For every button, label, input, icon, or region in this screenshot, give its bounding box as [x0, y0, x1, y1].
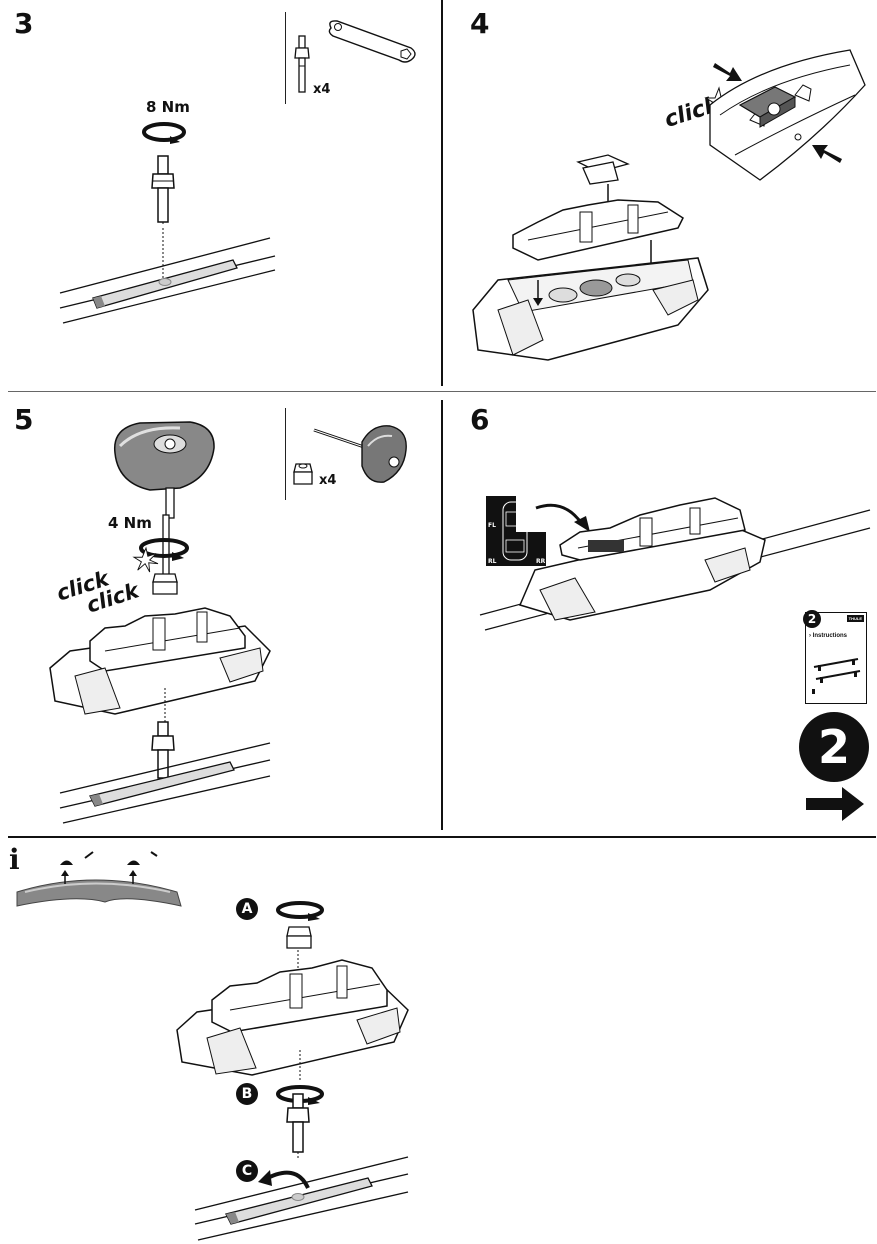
nut-icon — [293, 463, 313, 485]
step-5-number: 5 — [14, 403, 34, 436]
position-rl-label: RL — [488, 558, 497, 565]
next-booklet-badge: 2 — [799, 712, 869, 782]
torque-key-icon — [313, 425, 407, 483]
info-icon: i — [9, 843, 20, 876]
step-3-bolt — [151, 155, 175, 226]
info-foot — [176, 950, 409, 1080]
booklet-brand: THULE — [846, 615, 864, 622]
position-rr-block — [516, 532, 546, 566]
car-outline-icon — [502, 501, 528, 561]
step-3-inset-divider — [285, 12, 286, 104]
position-fl-label: FL — [488, 522, 496, 529]
divider-horizontal-bottom — [8, 836, 876, 838]
booklet-small-part — [812, 689, 815, 694]
info-bolt — [286, 1093, 310, 1158]
instruction-booklet: 2 THULE › Instructions — [803, 610, 867, 704]
step-3-torque: 8 Nm — [146, 98, 190, 116]
step-5-torque: 4 Nm — [108, 514, 152, 532]
step-5-bolt — [151, 721, 175, 779]
step-4-detail-zoom — [709, 49, 866, 181]
rotate-clockwise-icon — [139, 538, 189, 561]
divider-horizontal-top — [8, 391, 876, 392]
roof-bars-icon — [813, 658, 861, 683]
info-roof-rail — [194, 1156, 409, 1241]
rotate-clockwise-icon — [276, 901, 324, 921]
mounting-plate-icon — [328, 20, 416, 63]
car-roof-icon — [16, 851, 182, 907]
step-5-quantity: x4 — [319, 473, 337, 488]
step-5-inset-divider — [285, 408, 286, 500]
booklet-number-badge: 2 — [803, 610, 821, 628]
step-3-quantity: x4 — [313, 82, 331, 97]
step-5-torque-key — [113, 421, 215, 519]
curved-arrow-icon — [535, 503, 590, 532]
step-6-foot-on-rail — [479, 497, 871, 631]
rotate-clockwise-icon — [142, 122, 186, 144]
letter-a-badge: A — [236, 898, 258, 920]
step-3-number: 3 — [14, 7, 34, 40]
position-rr-label: RR — [536, 558, 546, 565]
step-4-number: 4 — [470, 7, 490, 40]
step-4-foot-assembly — [472, 154, 709, 361]
letter-c-badge: C — [236, 1160, 258, 1182]
bolt-icon — [294, 35, 310, 93]
step-6-number: 6 — [470, 403, 490, 436]
letter-b-badge: B — [236, 1083, 258, 1105]
slide-arrow-icon — [258, 1170, 310, 1189]
step-5-roof-rail — [59, 742, 271, 824]
click-burst-icon — [132, 546, 159, 573]
divider-vertical-mid — [441, 400, 443, 830]
info-nut — [286, 926, 312, 949]
arrow-right-icon — [806, 787, 864, 821]
step-5-nut — [152, 573, 178, 595]
step-5-foot — [49, 607, 271, 722]
booklet-title: › Instructions — [809, 633, 848, 639]
step-3-roof-rail — [59, 228, 276, 324]
position-diagram: FL RL RR — [486, 496, 546, 566]
divider-vertical-top — [441, 0, 443, 386]
